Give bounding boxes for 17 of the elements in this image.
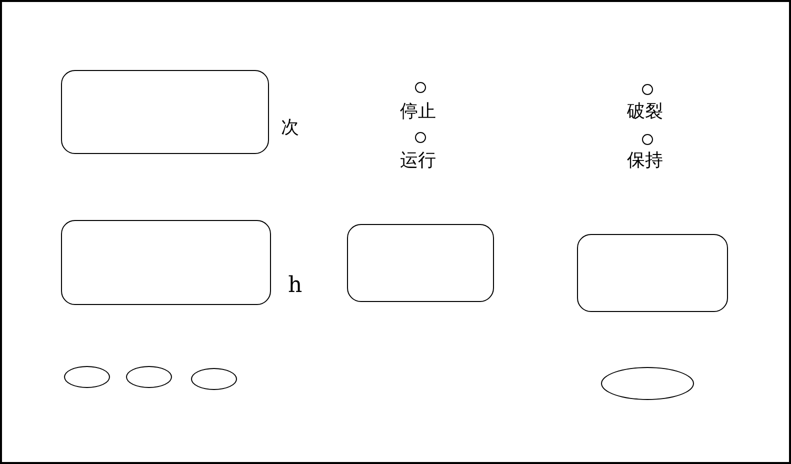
display-window: [61, 70, 269, 154]
lamp-label: 运行: [400, 151, 436, 171]
oval-button: [64, 366, 110, 388]
indicator-lamp: [642, 134, 653, 145]
indicator-lamp: [642, 84, 653, 95]
unit-label: h: [288, 276, 302, 296]
display-window: [577, 234, 728, 312]
oval-button: [191, 368, 237, 390]
indicator-lamp: [415, 132, 426, 143]
indicator-lamp: [415, 82, 426, 93]
lamp-label: 停止: [400, 102, 436, 122]
display-window: [61, 220, 271, 305]
lamp-label: 保持: [627, 151, 663, 171]
oval-button: [126, 366, 172, 388]
lamp-label: 破裂: [627, 102, 663, 122]
display-window: [347, 224, 494, 302]
unit-label: 次: [281, 118, 299, 138]
